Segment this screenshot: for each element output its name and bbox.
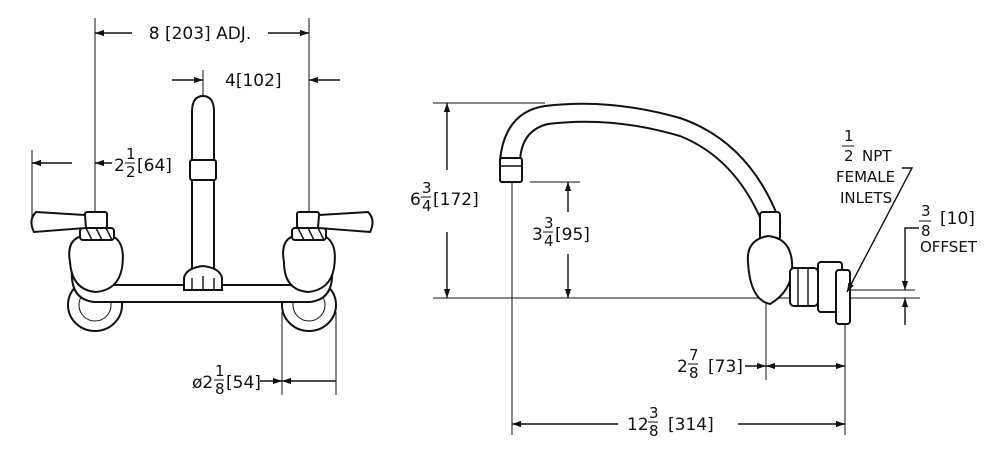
svg-text:1: 1 (126, 145, 136, 163)
wall-projection-label: 2 7 8 [73] (677, 346, 743, 382)
svg-text:12: 12 (627, 415, 649, 435)
front-view: 8 [203] ADJ. 4[102] 2 1 2 [64] ø2 1 8 [5… (30, 18, 374, 398)
outlet-height-label: 3 3 4 [95] (532, 214, 590, 250)
side-view: 6 3 4 [172] 3 3 4 [95] 1 2 NPT FEMALE IN… (410, 102, 978, 440)
svg-text:[10]: [10] (940, 209, 975, 229)
svg-text:1: 1 (215, 362, 225, 380)
spout-reach-label: 12 3 8 [314] (627, 404, 714, 440)
centers-width-label: 8 [203] ADJ. (149, 24, 251, 44)
svg-text:3: 3 (544, 214, 554, 232)
svg-text:1: 1 (844, 127, 854, 145)
svg-text:2: 2 (114, 156, 125, 176)
svg-text:2: 2 (677, 357, 688, 377)
svg-text:6: 6 (410, 190, 421, 210)
offset-label: 3 8 [10] OFFSET (919, 202, 978, 256)
svg-text:4: 4 (544, 232, 554, 250)
svg-text:2: 2 (844, 147, 854, 165)
svg-text:8: 8 (649, 422, 659, 440)
svg-text:8: 8 (689, 364, 699, 382)
svg-text:OFFSET: OFFSET (920, 238, 978, 256)
svg-text:3: 3 (649, 404, 659, 422)
svg-text:[54]: [54] (226, 373, 261, 393)
svg-text:[172]: [172] (433, 190, 479, 210)
svg-text:[314]: [314] (668, 415, 714, 435)
flange-diameter-label: ø2 1 8 [54] (192, 362, 261, 398)
svg-text:3: 3 (422, 179, 432, 197)
svg-text:INLETS: INLETS (840, 189, 892, 207)
svg-text:3: 3 (532, 225, 543, 245)
svg-text:[64]: [64] (137, 156, 172, 176)
svg-text:[73]: [73] (708, 357, 743, 377)
spout-offset-label: 4[102] (225, 71, 282, 91)
svg-text:FEMALE: FEMALE (836, 168, 895, 186)
svg-text:2: 2 (126, 163, 136, 181)
svg-text:8: 8 (215, 380, 225, 398)
svg-text:[95]: [95] (555, 225, 590, 245)
svg-text:8: 8 (921, 222, 931, 240)
handle-length-label: 2 1 2 [64] (114, 145, 172, 181)
svg-text:ø2: ø2 (192, 373, 213, 393)
svg-text:7: 7 (689, 346, 699, 364)
overall-height-label: 6 3 4 [172] (410, 179, 479, 215)
svg-text:3: 3 (921, 202, 931, 220)
svg-text:4: 4 (422, 197, 432, 215)
svg-text:NPT: NPT (862, 147, 892, 165)
inlet-note: 1 2 NPT FEMALE INLETS (836, 127, 895, 207)
